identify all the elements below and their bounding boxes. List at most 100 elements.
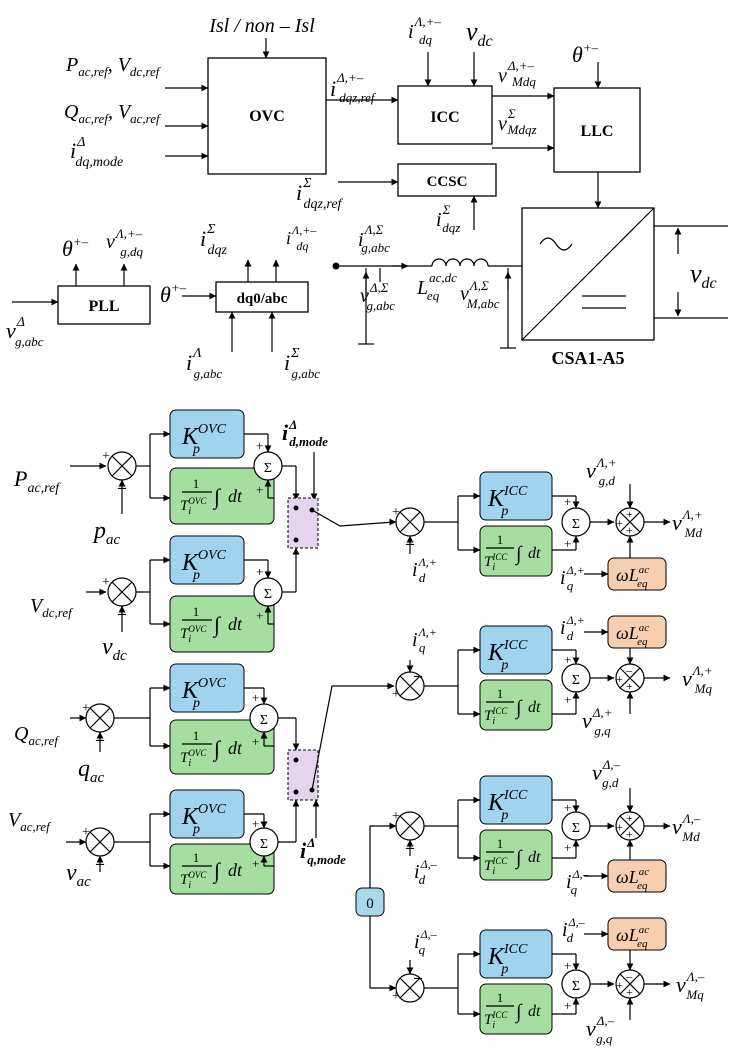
ki-icc-3-integral: ∫ xyxy=(514,847,523,870)
vmd2-plus-top: + xyxy=(626,811,633,825)
sum-vdc-x2 xyxy=(111,581,133,603)
vmd2-plus-bot: + xyxy=(626,827,633,841)
ki-icc-2-dt: dt xyxy=(528,699,541,716)
switch-d-dot-1 xyxy=(293,505,299,511)
ki-icc-3-dt: dt xyxy=(528,849,541,866)
ki-icc-4-one: 1 xyxy=(497,990,504,1005)
icc4-plus: + xyxy=(392,989,400,1004)
s3-plus-b: + xyxy=(252,734,259,749)
s2-plus-a: + xyxy=(256,564,263,579)
ki-icc-2-one: 1 xyxy=(497,686,504,701)
ccsc-block xyxy=(397,163,497,197)
vmq2-minus-top: – xyxy=(625,969,633,983)
i-dq-lambda-label: iΛ,+–dq xyxy=(408,14,441,47)
v-gq-minus-label: vΔ,–g,q xyxy=(586,1013,615,1046)
i-d-dp-label: iΔ,+d xyxy=(560,613,585,643)
sum-q-plus: + xyxy=(82,701,90,716)
ki-ovc-2-dt: dt xyxy=(228,614,243,634)
s4-plus-a: + xyxy=(252,816,259,831)
sum-vac-plus: + xyxy=(82,825,90,840)
s4-plus-b: + xyxy=(252,856,259,871)
vmq1-x2 xyxy=(619,667,641,689)
i-dq-dq0-label: iΛ,+–dq xyxy=(286,223,317,253)
vmd1-plus-top: + xyxy=(626,507,633,521)
ac-sine-icon xyxy=(539,237,573,251)
v-gd-minus-label: vΔ,–g,d xyxy=(592,757,621,790)
ki-icc-3-one: 1 xyxy=(497,836,504,851)
i-q-lm-label: iΔ,–q xyxy=(414,927,438,957)
p-ac-label: pac xyxy=(92,518,121,548)
ccsc-label: CCSC xyxy=(427,174,468,190)
p-ac-ref-label: Pac,ref, Vdc,ref xyxy=(65,54,162,79)
v-md-plus-label: vΛ,+Md xyxy=(672,507,703,540)
vmd1-plus-bot: + xyxy=(626,523,633,537)
sigma-icc-4-label: Σ xyxy=(572,979,580,994)
sicc4-plus-a: + xyxy=(564,958,571,973)
i-d-lp-label: iΛ,+d xyxy=(412,555,437,585)
sigma-sum-1-label: Σ xyxy=(264,461,272,476)
sicc1-plus-b: + xyxy=(564,536,571,551)
sicc3-plus-a: + xyxy=(564,800,571,815)
s2-plus-b: + xyxy=(256,608,263,623)
sicc3-plus-b: + xyxy=(564,840,571,855)
ki-icc-2-integral: ∫ xyxy=(514,697,523,720)
mode-switch-q xyxy=(287,749,319,801)
i-d-lm-label: iΔ,–d xyxy=(414,857,438,887)
sicc2-plus-a: + xyxy=(564,652,571,667)
sigma-icc-3-label: Σ xyxy=(572,821,580,836)
pll-block xyxy=(57,285,151,325)
sicc2-plus-b: + xyxy=(564,692,571,707)
ki-icc-4 xyxy=(479,983,553,1035)
dq0abc-block xyxy=(215,281,309,313)
ki-ovc-4-one: 1 xyxy=(193,850,200,865)
ki-ovc-1 xyxy=(169,467,275,525)
v-dc-loop-label: vdc xyxy=(102,634,127,664)
sigma-sum-2-label: Σ xyxy=(264,587,272,602)
i-d-dm-label: iΔ,–d xyxy=(562,915,586,945)
switch-d-out xyxy=(311,509,395,527)
vdc-top-label: vdc xyxy=(466,17,493,50)
llc-label: LLC xyxy=(581,123,614,140)
isl-mode-label: Isl / non – Isl xyxy=(208,15,315,37)
v-gq-plus-label: vΔ,+g,q xyxy=(582,705,612,738)
ki-icc-4-dt: dt xyxy=(528,1003,541,1020)
vac-ref-input-label: Vac,ref xyxy=(8,809,52,834)
zero-to-q-minus xyxy=(369,916,394,989)
q-ac-label: qac xyxy=(78,756,105,786)
ki-ovc-2-integral: ∫ xyxy=(212,612,222,638)
icc-label: ICC xyxy=(430,109,459,126)
sigma-icc-2-label: Σ xyxy=(572,673,580,688)
zero-to-d-minus xyxy=(369,825,394,888)
ki-icc-2 xyxy=(479,679,553,731)
ki-icc-4-integral: ∫ xyxy=(514,1001,523,1024)
sum-vac-x2 xyxy=(89,831,111,853)
theta-llc-label: θ+– xyxy=(572,40,599,67)
switch-d-dot-2 xyxy=(293,537,299,543)
sum-icc1-x2 xyxy=(399,511,421,533)
vmd1-x2 xyxy=(619,511,641,533)
ki-icc-1-dt: dt xyxy=(528,545,541,562)
v-gdq-label: vΛ,+–g,dq xyxy=(106,226,144,259)
